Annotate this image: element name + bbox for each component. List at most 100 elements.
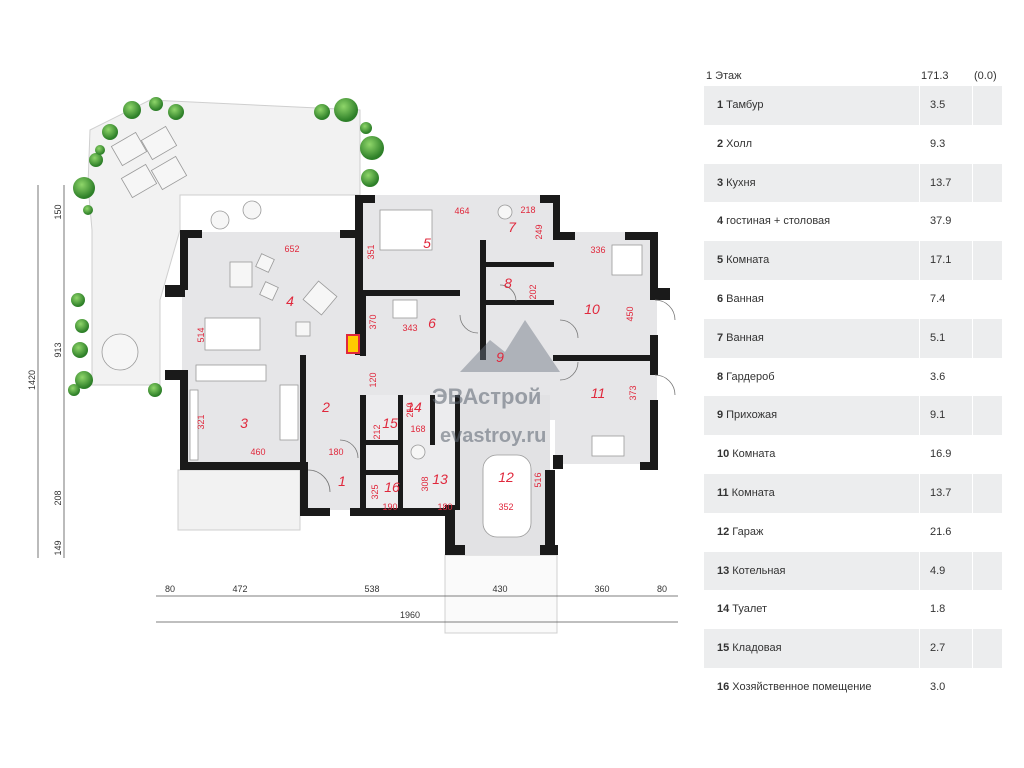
column-divider bbox=[972, 279, 973, 319]
outer-dimension-total: 1960 bbox=[400, 610, 420, 620]
inner-dimension: 120 bbox=[368, 372, 378, 387]
room-label: 2 bbox=[321, 399, 330, 415]
outer-dimension: 150 bbox=[53, 204, 63, 219]
column-divider bbox=[919, 241, 920, 280]
inner-dimension: 652 bbox=[284, 244, 299, 254]
column-divider bbox=[972, 357, 973, 397]
room-area: 4.9 bbox=[930, 564, 946, 577]
room-label: 1 bbox=[338, 473, 346, 489]
room-label: 16 bbox=[384, 479, 400, 495]
column-divider bbox=[972, 396, 973, 436]
room-number: 15 bbox=[717, 642, 730, 655]
room-label: 10 bbox=[584, 301, 600, 317]
outer-dimension: 472 bbox=[232, 584, 247, 594]
watermark-brand: ЭВАстрой bbox=[432, 384, 541, 409]
column-divider bbox=[972, 124, 973, 164]
outer-dimension: 80 bbox=[657, 584, 667, 594]
room-title: Комната bbox=[732, 448, 776, 461]
room-title: Ванная bbox=[726, 292, 764, 305]
room-title: Гардероб bbox=[726, 370, 775, 383]
room-label: 13 bbox=[432, 471, 448, 487]
room-label: 7 bbox=[508, 219, 517, 235]
room-number: 2 bbox=[717, 137, 724, 150]
room-number: 14 bbox=[717, 603, 730, 616]
inner-dimension: 212 bbox=[372, 424, 382, 439]
outer-dimension: 360 bbox=[594, 584, 609, 594]
room-label: 3 bbox=[240, 415, 248, 431]
walls bbox=[165, 195, 670, 555]
room-number: 1 bbox=[717, 99, 724, 111]
room-number: 10 bbox=[717, 448, 730, 461]
inner-dimension: 210 bbox=[405, 402, 415, 417]
room-title: Гараж bbox=[732, 525, 764, 538]
legend-header: 1 Этаж 171.3 (0.0) bbox=[704, 66, 1002, 86]
room-number: 6 bbox=[717, 292, 724, 305]
furniture bbox=[101, 125, 643, 538]
floor-plan: ЭВАстрой evastroy.ru 1234567891011121314… bbox=[27, 97, 678, 634]
room-area: 21.6 bbox=[930, 525, 952, 538]
room-number: 8 bbox=[717, 370, 724, 383]
inner-dimension: 464 bbox=[454, 206, 469, 216]
room-area: 17.1 bbox=[930, 254, 952, 267]
room-area: 9.1 bbox=[930, 409, 946, 422]
room-title: Кухня bbox=[726, 176, 756, 189]
room-area: 3.0 bbox=[930, 680, 946, 693]
floor-area: 171.3 bbox=[921, 70, 949, 82]
column-divider bbox=[919, 163, 920, 203]
outer-dimension: 913 bbox=[53, 342, 63, 357]
fireplace-icon bbox=[346, 334, 360, 354]
room-title: Туалет bbox=[732, 603, 768, 616]
room-title: гостиная + столовая bbox=[726, 215, 831, 228]
inner-dimension: 351 bbox=[366, 244, 376, 259]
doors bbox=[307, 284, 676, 493]
room-area: 3.5 bbox=[930, 99, 946, 111]
inner-dimension: 343 bbox=[402, 323, 417, 333]
inner-dimension: 450 bbox=[625, 306, 635, 321]
room-title: Комната bbox=[726, 254, 770, 267]
room-title: Ванная bbox=[726, 331, 764, 344]
room-title: Котельная bbox=[732, 564, 786, 577]
outer-dimension: 538 bbox=[364, 584, 379, 594]
column-divider bbox=[972, 435, 973, 474]
room-label: 12 bbox=[498, 469, 514, 485]
room-label: 15 bbox=[382, 415, 398, 431]
inner-dimension: 249 bbox=[534, 224, 544, 239]
column-divider bbox=[972, 629, 973, 668]
column-divider bbox=[919, 667, 920, 707]
room-area: 5.1 bbox=[930, 331, 946, 344]
column-divider bbox=[972, 163, 973, 203]
outer-dimension: 430 bbox=[492, 584, 507, 594]
room-label: 5 bbox=[423, 235, 431, 251]
greenery bbox=[68, 97, 384, 397]
room-number: 5 bbox=[717, 254, 724, 267]
room-label: 4 bbox=[286, 293, 294, 309]
room-number: 16 bbox=[717, 680, 730, 693]
inner-dimension: 370 bbox=[368, 314, 378, 329]
room-area: 1.8 bbox=[930, 603, 946, 616]
inner-dimension: 325 bbox=[370, 484, 380, 499]
room-number: 7 bbox=[717, 331, 724, 344]
